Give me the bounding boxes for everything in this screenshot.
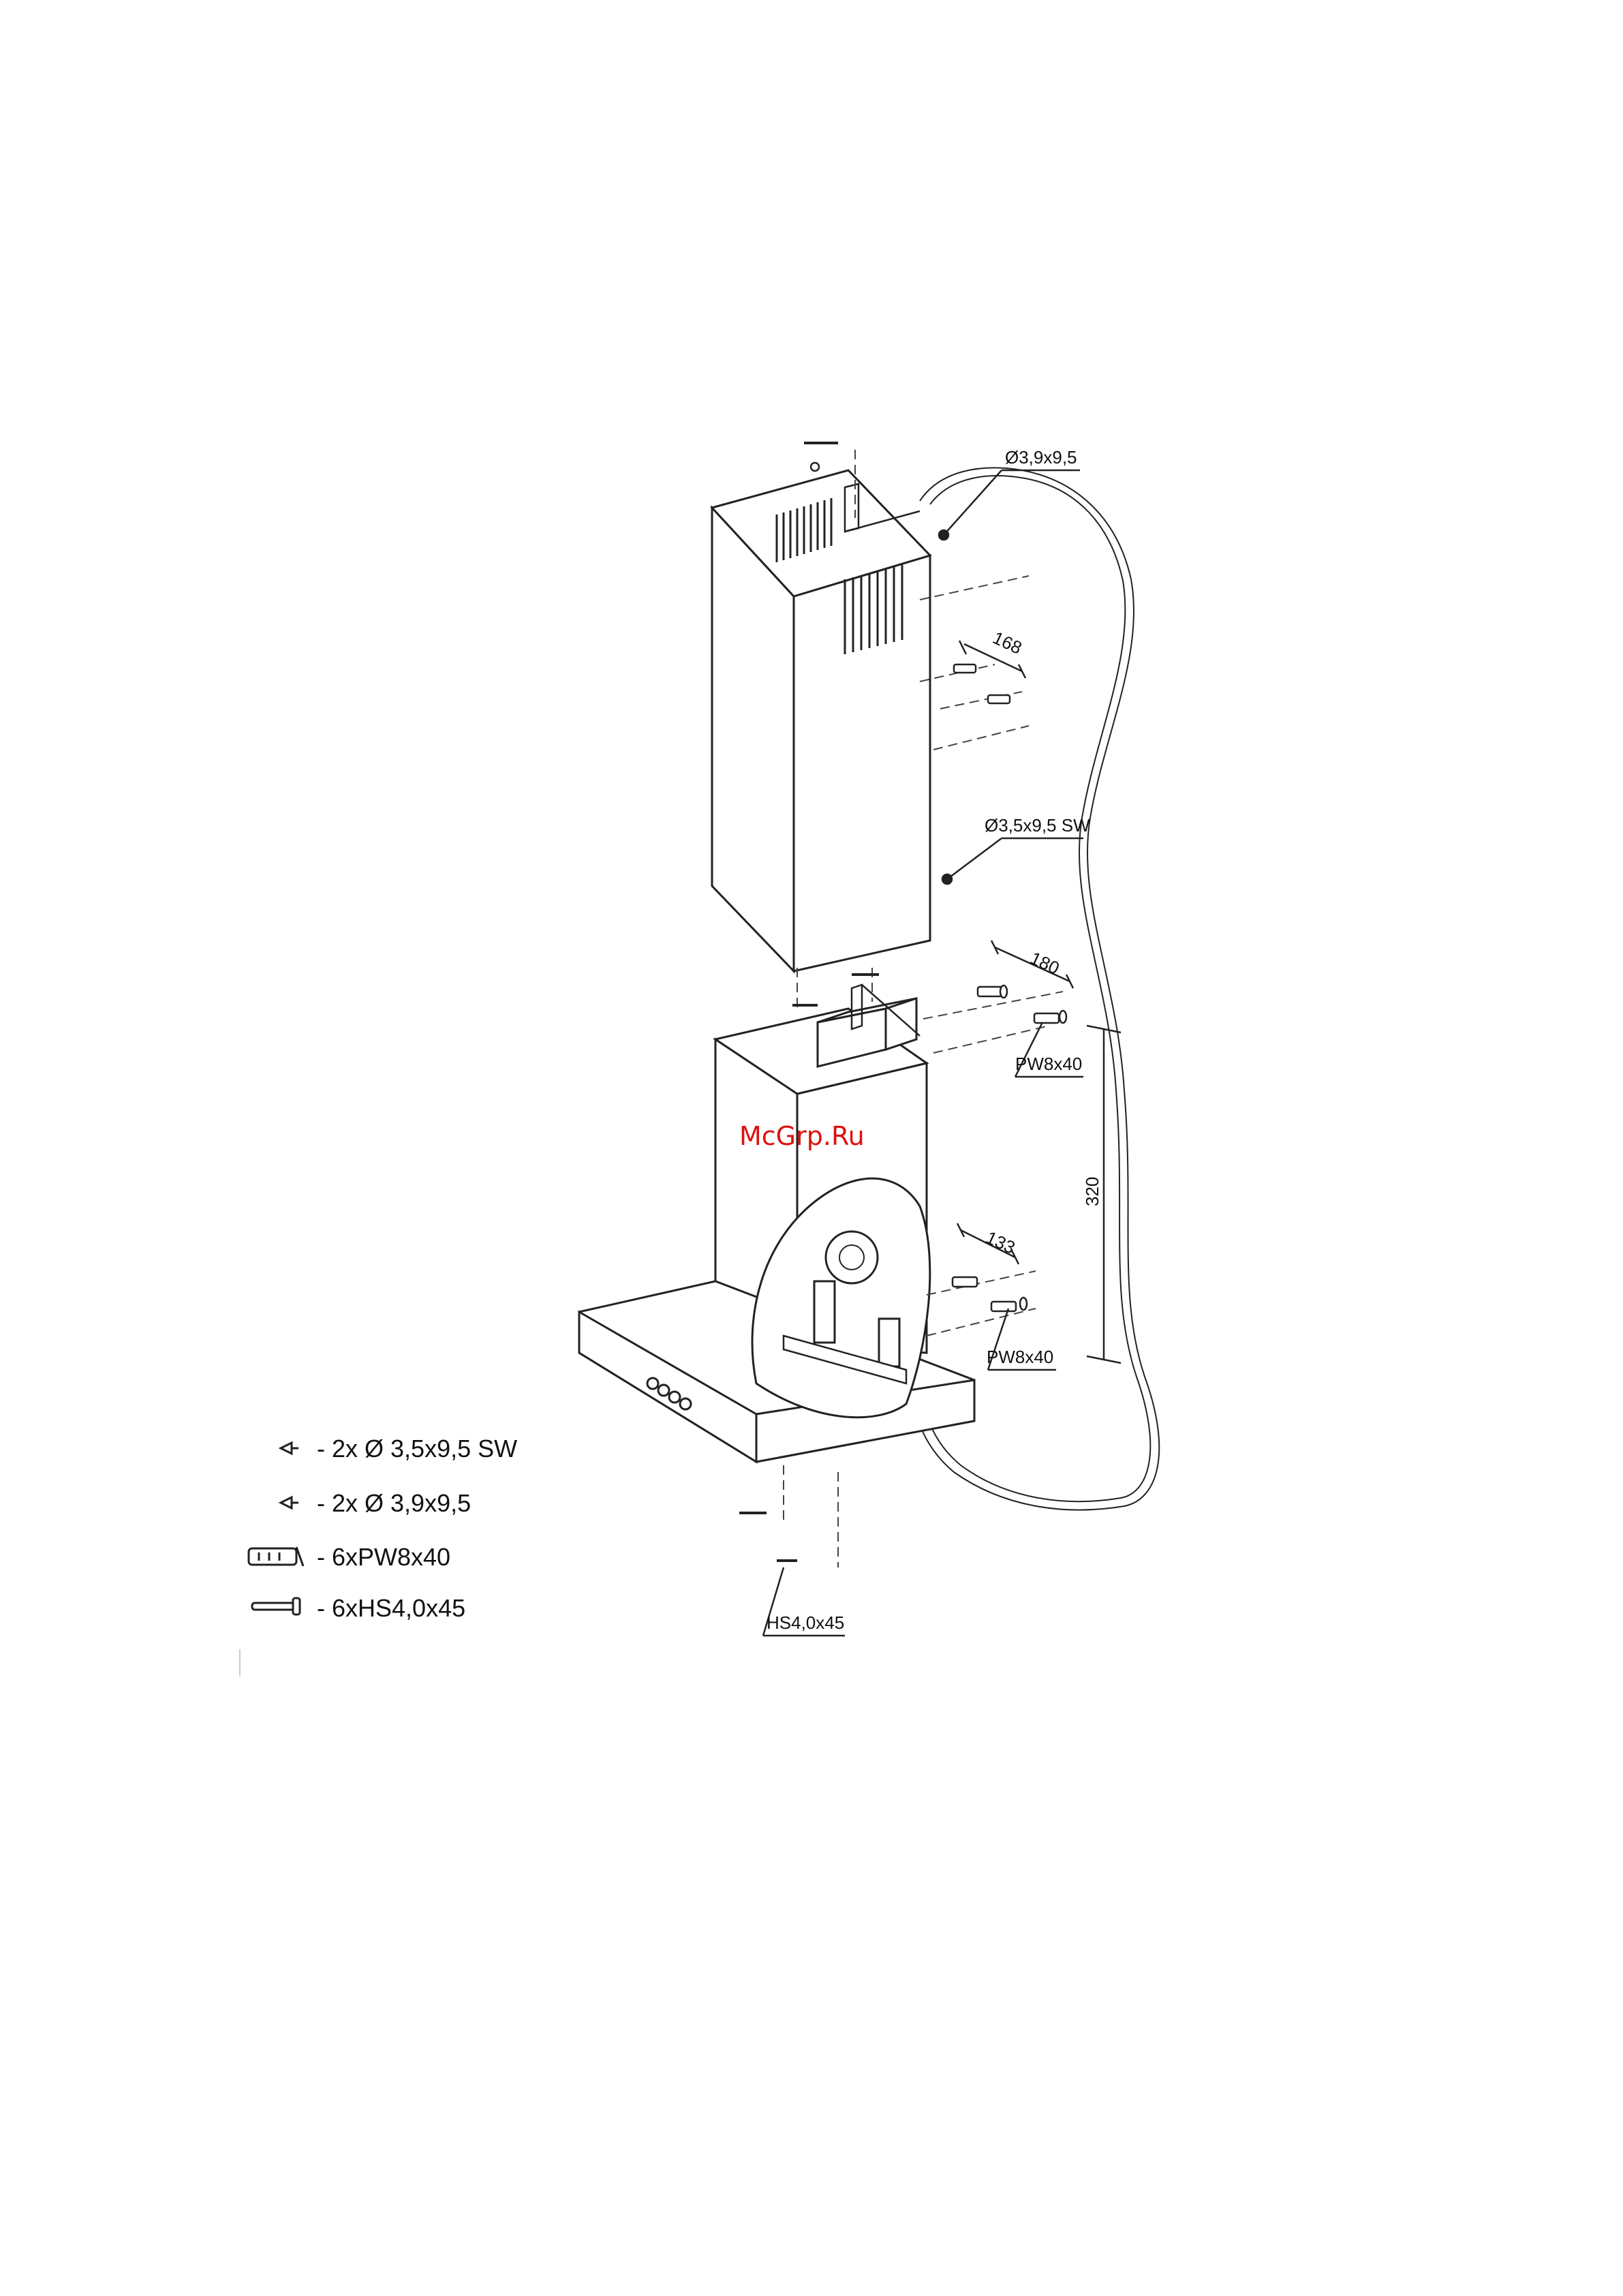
label-dim-168: 168	[989, 627, 1025, 658]
watermark: McGrp.Ru	[739, 1121, 865, 1151]
label-dim-180: 180	[1027, 947, 1062, 979]
label-screw-top: Ø3,9x9,5	[1005, 447, 1077, 468]
label-plug-upper: PW8x40	[1015, 1054, 1082, 1074]
wall-plug-icon	[249, 1547, 303, 1566]
label-dim-320: 320	[1082, 1177, 1102, 1206]
screw-sw-icon	[281, 1443, 298, 1454]
long-screw-icon	[252, 1598, 300, 1614]
legend-item-4: - 6xHS4,0x45	[317, 1594, 465, 1622]
legend-item-3: - 6xPW8x40	[317, 1543, 450, 1571]
legend-item-2: - 2x Ø 3,9x9,5	[317, 1489, 471, 1517]
upper-chimney	[712, 470, 930, 971]
parts-legend: - 2x Ø 3,5x9,5 SW - 2x Ø 3,9x9,5 - 6xPW8…	[249, 1435, 517, 1622]
label-screw-side: Ø3,5x9,5 SW	[985, 815, 1090, 836]
legend-item-1: - 2x Ø 3,5x9,5 SW	[317, 1435, 517, 1463]
label-plug-lower: PW8x40	[987, 1347, 1053, 1367]
label-screw-bottom: HS4,0x45	[767, 1612, 844, 1633]
screw-icon	[281, 1497, 298, 1508]
